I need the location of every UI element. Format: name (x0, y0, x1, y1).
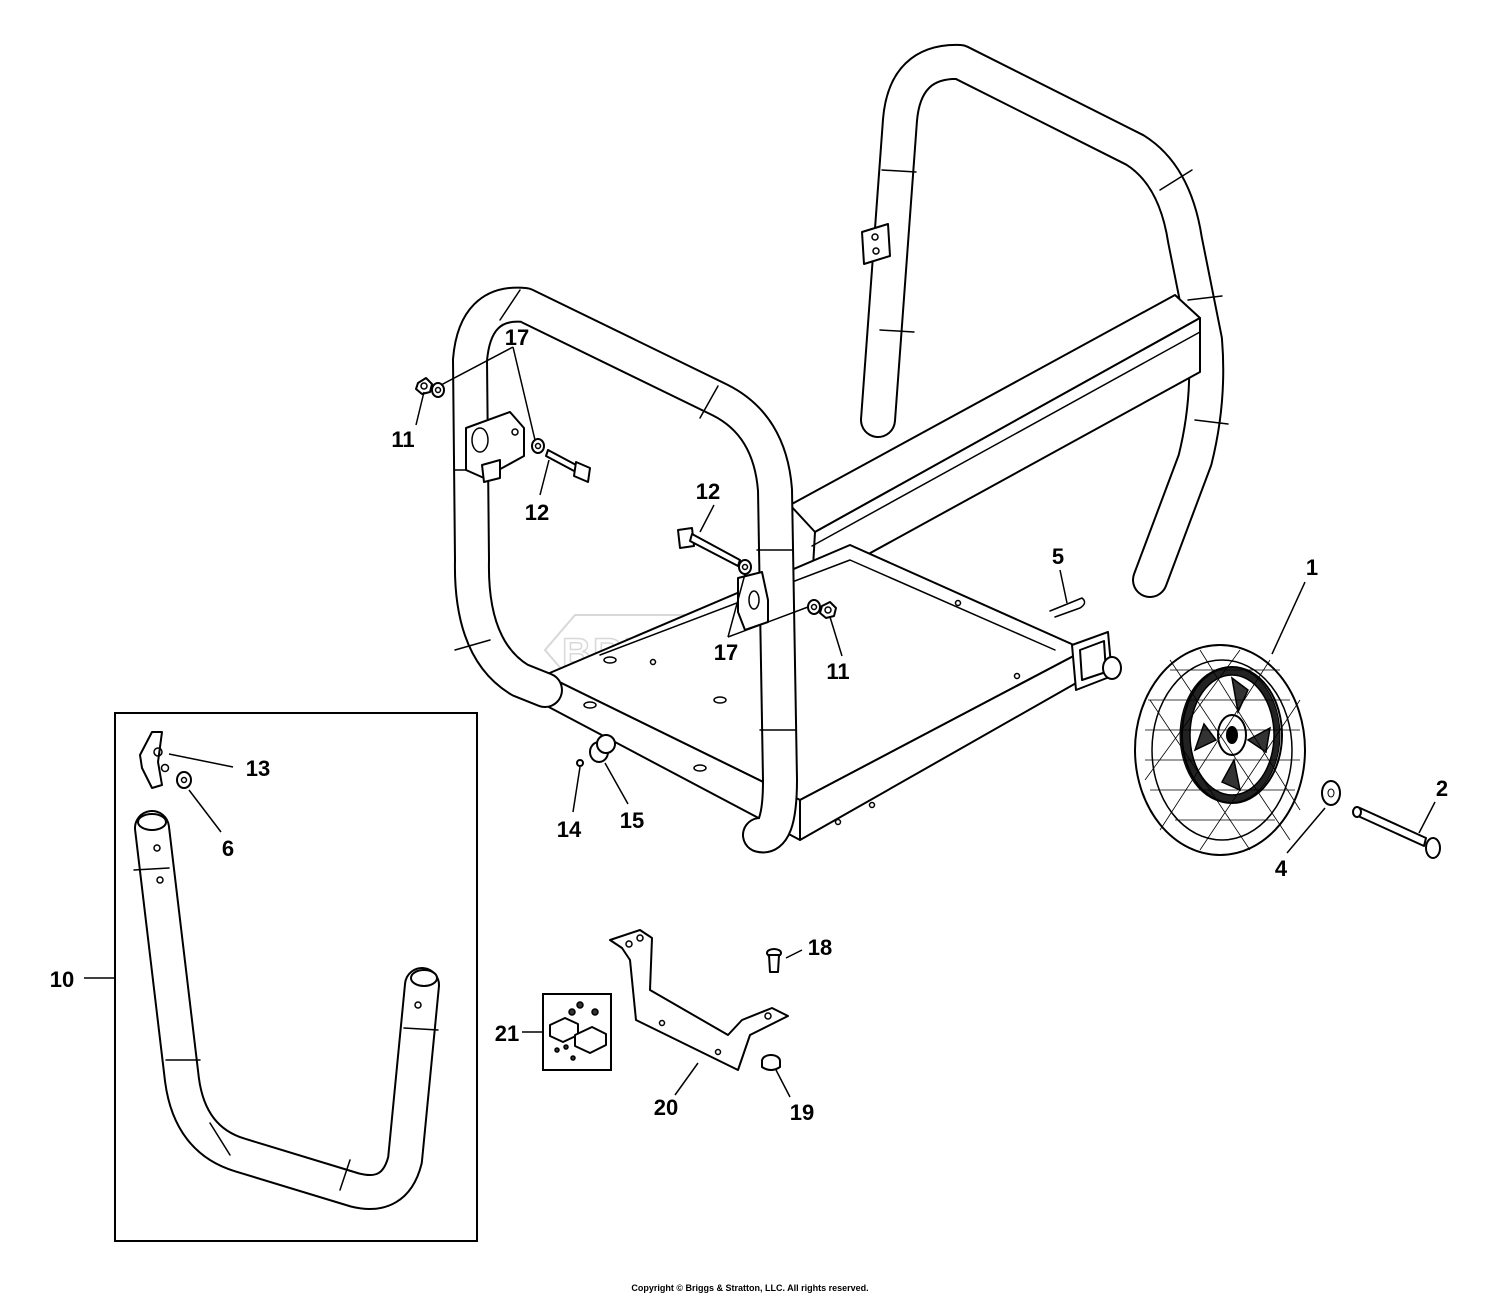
callout-4: 4 (1275, 856, 1288, 881)
hardware-washer-17-left-bottom (531, 438, 545, 454)
callout-14: 14 (557, 817, 582, 842)
hardware-washer-17-right-bottom (807, 599, 821, 615)
washer-4 (1321, 780, 1341, 806)
callout-2: 2 (1436, 776, 1448, 801)
callout-21: 21 (495, 1021, 519, 1046)
hardware-bolt-12-left (545, 449, 591, 483)
callout-20: 20 (654, 1095, 678, 1120)
mount-bracket-20 (609, 929, 789, 1071)
leader-lines (84, 346, 1436, 1098)
callout-18: 18 (808, 935, 832, 960)
handle-bracket-left (465, 411, 525, 483)
callout-6: 6 (222, 836, 234, 861)
screw-14 (576, 759, 584, 767)
plug-15 (589, 734, 616, 763)
bumper-6 (176, 771, 192, 789)
callout-1: 1 (1306, 555, 1318, 580)
callouts: 1 2 4 5 6 10 11 11 12 12 13 14 15 17 17 … (50, 325, 1448, 1125)
front-frame-tube (452, 286, 798, 854)
cross-beam (789, 294, 1201, 586)
base-tray (544, 544, 1086, 841)
callout-11-right: 11 (826, 659, 849, 684)
inset-box-handle (114, 712, 478, 1242)
axle-bolt-2 (1352, 806, 1441, 859)
callout-10: 10 (50, 967, 74, 992)
nut-19 (761, 1054, 781, 1071)
axle-mount (1071, 631, 1122, 691)
callout-12-right: 12 (696, 479, 720, 504)
hardware-nut-11-left (415, 377, 433, 395)
bolt-18 (766, 948, 782, 973)
callout-17-bottom: 17 (714, 640, 738, 665)
callout-5: 5 (1052, 544, 1064, 569)
hardware-nut-11-right (819, 601, 837, 619)
hardware-bolt-12-right (677, 527, 741, 567)
callout-19: 19 (790, 1100, 814, 1125)
callout-12-left: 12 (525, 500, 549, 525)
copyright-notice: Copyright © Briggs & Stratton, LLC. All … (631, 1283, 869, 1293)
callout-11-left: 11 (391, 427, 414, 452)
rear-frame-bracket (861, 223, 891, 265)
rear-frame-tube (860, 43, 1229, 598)
kit-21-box (542, 993, 612, 1071)
latch-13 (139, 731, 170, 789)
cotter-pin (1049, 597, 1086, 618)
wheel-1 (1134, 644, 1306, 856)
callout-17-top: 17 (505, 325, 529, 350)
hardware-washer-17-left-top (431, 382, 445, 398)
hardware-washer-17-right-top (738, 559, 752, 575)
callout-13: 13 (246, 756, 270, 781)
callout-15: 15 (620, 808, 644, 833)
